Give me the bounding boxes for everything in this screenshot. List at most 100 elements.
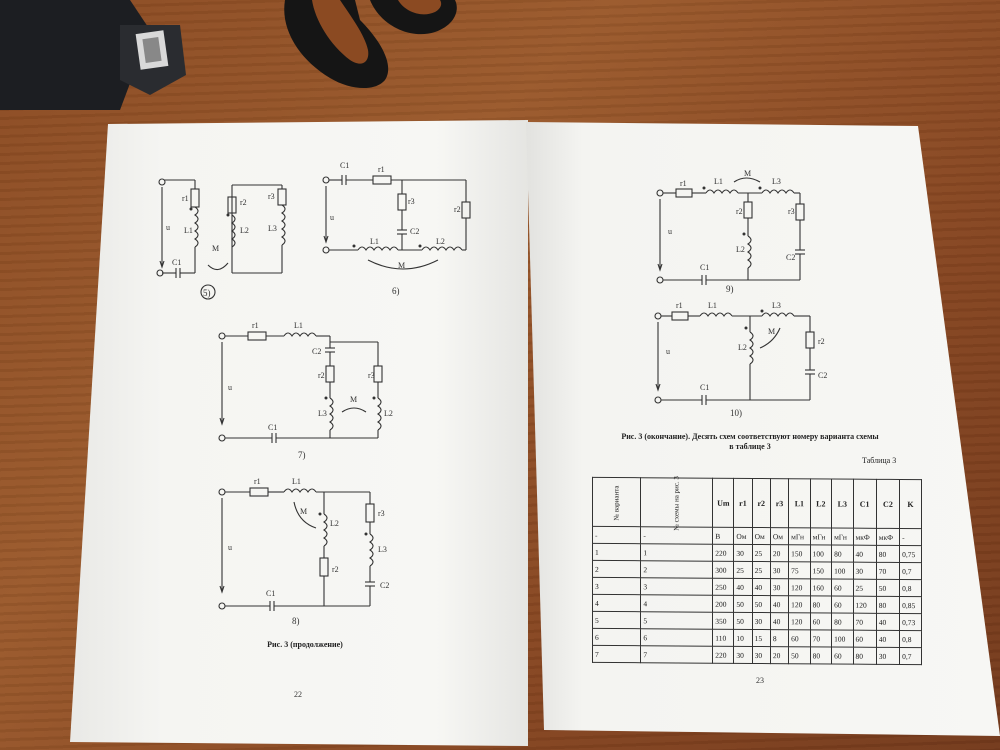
table-cell: 6 [640, 628, 713, 647]
svg-text:r3: r3 [378, 509, 385, 518]
table-cell: 40 [876, 630, 900, 648]
table-cell: 100 [810, 544, 832, 563]
table-header-cell: L1 [788, 478, 811, 528]
svg-text:r2: r2 [454, 205, 461, 214]
table-cell: 120 [853, 596, 877, 614]
table-header-cell: L2 [810, 478, 832, 529]
svg-text:M: M [212, 244, 219, 253]
table-cell: 150 [810, 561, 832, 580]
table-cell: - [899, 528, 922, 546]
table-header-cell: № схемы на рис. 3 [640, 476, 713, 530]
table-cell: 100 [831, 562, 854, 580]
table-cell: 60 [810, 612, 832, 631]
svg-text:r1: r1 [680, 179, 687, 188]
svg-text:r1: r1 [254, 477, 261, 486]
table-cell: 70 [810, 629, 832, 648]
svg-text:L2: L2 [384, 409, 393, 418]
table-cell: 60 [788, 629, 811, 647]
table-cell: 300 [712, 561, 734, 579]
table-cell: 30 [853, 562, 877, 580]
table-cell: мкФ [876, 528, 900, 546]
table-cell: 50 [752, 595, 771, 613]
table-cell: 40 [770, 612, 789, 630]
table-cell: 40 [752, 578, 771, 596]
svg-text:u: u [666, 347, 670, 356]
svg-text:r2: r2 [240, 198, 247, 207]
table-cell: 2 [592, 560, 641, 578]
svg-text:r1: r1 [676, 301, 683, 310]
left-page-number: 22 [294, 690, 302, 699]
table-cell: 70 [876, 562, 900, 580]
table-cell: 25 [853, 579, 877, 597]
table-cell: 80 [853, 647, 877, 665]
svg-text:C2: C2 [312, 347, 321, 356]
table-cell: 350 [712, 612, 734, 630]
svg-text:C1: C1 [340, 161, 349, 170]
svg-text:5): 5) [203, 288, 211, 298]
table-cell: 15 [752, 629, 771, 647]
table-cell: 0,8 [899, 630, 922, 648]
table-cell: 30 [770, 561, 789, 579]
table-cell: 120 [788, 595, 811, 613]
svg-text:L2: L2 [436, 237, 445, 246]
left-page [70, 120, 528, 746]
svg-text:C2: C2 [380, 581, 389, 590]
table-cell: 10 [733, 629, 753, 647]
svg-text:L1: L1 [294, 321, 303, 330]
table-cell: 25 [752, 561, 771, 579]
circuit-diagram-7: r1 L1 C2 r2 L3 r3 L2 M C1 u 7) [218, 321, 393, 460]
table-header-cell: C1 [853, 479, 877, 529]
table-title: Таблица 3 [862, 456, 897, 465]
svg-text:r2: r2 [332, 565, 339, 574]
scissors [284, 0, 457, 89]
table-cell: 160 [810, 578, 832, 597]
svg-text:L2: L2 [240, 226, 249, 235]
table-header-cell: № варианта [592, 477, 641, 527]
table-cell: мГн [831, 528, 854, 546]
table-cell: 0,8 [899, 579, 922, 597]
table-header-cell: L3 [831, 479, 854, 529]
table-cell: 80 [831, 613, 854, 631]
svg-text:r1: r1 [252, 321, 259, 330]
circuit-diagram-8: r1 L1 L2 r2 M r3 L3 C2 C1 u 8) [218, 477, 389, 626]
table-cell: 50 [876, 579, 900, 597]
svg-text:L2: L2 [738, 343, 747, 352]
table-cell: 0,7 [899, 562, 922, 580]
table-cell: 50 [733, 595, 753, 613]
table-cell: 80 [810, 595, 832, 614]
svg-text:C2: C2 [786, 253, 795, 262]
svg-text:C2: C2 [818, 371, 827, 380]
table-cell: 0,73 [899, 613, 922, 631]
svg-text:u: u [668, 227, 672, 236]
table-header-cell: r2 [752, 478, 771, 528]
table-cell: 4 [640, 594, 713, 613]
table-cell: 80 [831, 545, 854, 563]
table-cell: 75 [788, 561, 811, 579]
table-cell: 250 [712, 578, 734, 596]
svg-text:r1: r1 [182, 194, 189, 203]
table-cell: 30 [876, 647, 900, 665]
table-cell: 7 [640, 645, 713, 664]
table-cell: 5 [640, 611, 713, 630]
circuit-diagram-9: r1 L1 L3 M r2 L2 r3 C2 C1 u 9) [656, 169, 805, 294]
svg-text:L1: L1 [714, 177, 723, 186]
svg-text:C2: C2 [410, 227, 419, 236]
table-cell: 30 [752, 612, 771, 630]
svg-text:r3: r3 [268, 192, 275, 201]
right-caption-line2: в таблице 3 [729, 442, 771, 451]
svg-text:C1: C1 [172, 258, 181, 267]
table-header-cell: K [899, 479, 922, 529]
table-cell: 3 [592, 577, 641, 595]
table-cell: мГн [788, 527, 811, 545]
table-cell: 1 [592, 543, 641, 561]
table-cell: 40 [853, 545, 877, 563]
table-cell: мкФ [853, 528, 877, 546]
table-cell: - [592, 526, 641, 544]
table-cell: 25 [733, 561, 753, 579]
table-cell: 80 [810, 646, 832, 665]
table-cell: 0,85 [899, 596, 922, 614]
table-cell: Ом [752, 527, 771, 545]
circuit-diagram-10: r1 L1 L3 L2 M r2 C2 C1 u 10) [654, 301, 827, 418]
right-caption-line1: Рис. 3 (окончание). Десять схем соответс… [621, 432, 879, 441]
svg-text:L3: L3 [268, 224, 277, 233]
